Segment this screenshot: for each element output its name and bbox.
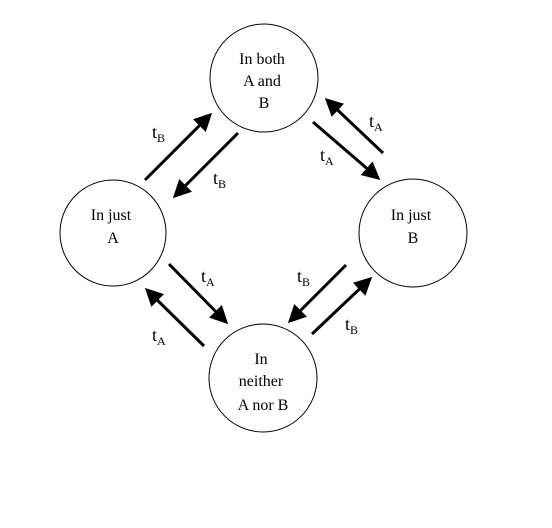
arrow-both-to-just-a (172, 131, 240, 199)
edge-label-base: t (213, 168, 218, 188)
edge-label-neither-to-just-b: tB (345, 314, 358, 337)
node-label-line: B (259, 95, 270, 112)
node-label-line: A (107, 230, 119, 247)
node-in-both-a-and-b: In both A and B (209, 23, 319, 133)
node-label-line: B (408, 230, 419, 247)
node-label-line: neither (239, 373, 284, 390)
node-label-line: A and (243, 73, 281, 90)
arrow-both-to-just-b (312, 120, 381, 180)
node-label-line: In (254, 351, 267, 368)
node-in-neither-a-nor-b: In neither A nor B (208, 323, 318, 433)
edge-label-subscript: A (157, 334, 166, 348)
edge-label-base: t (152, 122, 157, 142)
node-label: In just B (391, 207, 435, 247)
edge-label-both-to-just-a: tB (213, 168, 226, 191)
arrow-just-b-to-both (324, 97, 385, 155)
node-label-line: A nor B (238, 397, 289, 414)
node-in-just-b: In just B (358, 178, 468, 288)
edge-label-base: t (320, 145, 325, 165)
node-label: In just A (91, 207, 135, 247)
edge-label-subscript: A (325, 154, 334, 168)
edge-label-just-a-to-neither: tA (201, 266, 215, 289)
edge-label-base: t (201, 266, 206, 286)
node-label-line: In just (91, 207, 132, 224)
edge-label-base: t (152, 325, 157, 345)
edge-label-base: t (297, 266, 302, 286)
edge-label-both-to-just-b: tA (320, 145, 334, 168)
edge-label-subscript: A (374, 120, 383, 134)
edge-label-subscript: A (206, 275, 215, 289)
arrow-neither-to-just-b (310, 276, 373, 336)
edge-label-neither-to-just-a: tA (152, 325, 166, 348)
edge-label-base: t (345, 314, 350, 334)
edge-label-just-b-to-neither: tB (297, 266, 310, 289)
arrow-just-a-to-neither (167, 262, 229, 325)
node-label: In both A and B (239, 51, 289, 112)
edge-label-subscript: B (218, 177, 226, 191)
edge-label-just-a-to-both: tB (152, 122, 165, 145)
node-label-line: In both (239, 51, 285, 68)
node-label: In neither A nor B (238, 351, 289, 414)
arrow-just-a-to-both (143, 112, 213, 182)
node-in-just-a: In just A (59, 179, 167, 287)
node-label-line: In just (391, 207, 432, 224)
arrow-just-b-to-neither (287, 263, 348, 324)
edge-label-subscript: B (302, 275, 310, 289)
edge-label-base: t (369, 111, 374, 131)
edge-label-just-b-to-both: tA (369, 111, 383, 134)
edge-label-subscript: B (350, 323, 358, 337)
arrow-neither-to-just-a (144, 287, 206, 348)
edge-label-subscript: B (157, 131, 165, 145)
